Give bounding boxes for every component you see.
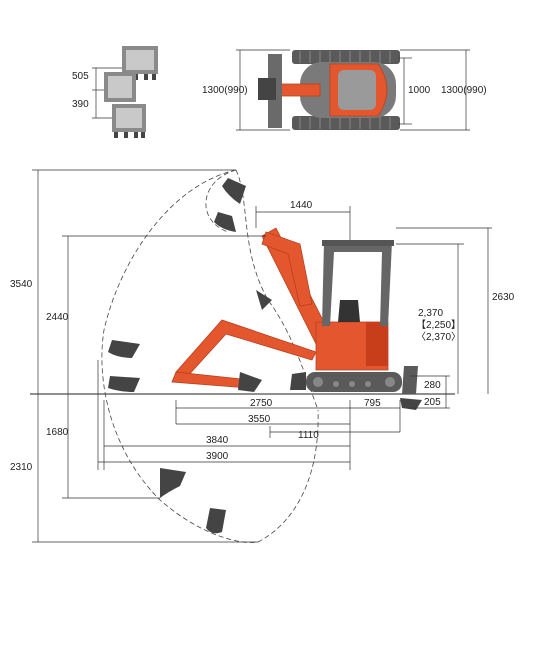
- bucket-pos-wall-icon: [206, 508, 226, 534]
- bucket-pos-reach-icon: [108, 340, 140, 358]
- dim-max-dig-height: 3540: [10, 279, 33, 290]
- blade-side: [402, 366, 418, 394]
- operator-seat: [338, 300, 360, 322]
- dim-max-dig-reach: 3900: [206, 451, 229, 462]
- dim-blade-width: 1000: [408, 85, 431, 96]
- dim-max-dig-depth: 1680: [46, 427, 69, 438]
- dim-cab-front: 1440: [290, 200, 313, 211]
- dim-front-swing-radius: 3550: [248, 414, 271, 425]
- dim-cab-height-a: 2,370: [418, 308, 443, 319]
- bucket-pos-ground-icon: [108, 376, 140, 392]
- bucket-pos-dump-icon: [214, 212, 236, 232]
- bucket-pos-top-icon: [222, 178, 246, 204]
- dim-blade-drop: 205: [424, 397, 441, 408]
- dim-blade-reach: 1110: [298, 430, 319, 441]
- dim-dig-reach-ground: 3840: [206, 435, 229, 446]
- bucket-pos-depth-icon: [160, 468, 186, 498]
- blade-lowered: [400, 398, 422, 410]
- track-upper: [292, 50, 400, 64]
- dim-tail-to-center: 795: [364, 398, 381, 409]
- bucket-on-ground-icon: [238, 372, 262, 392]
- dim-505: 505: [72, 71, 89, 82]
- track-lower: [292, 116, 400, 130]
- dim-vertical-wall-depth: 2310: [10, 462, 33, 473]
- side-view: 3540 2440 1680 2310 1440 2630 2,370 【2,2…: [10, 169, 515, 543]
- dim-max-dump-height: 2440: [46, 312, 69, 323]
- dim-cab-height-c: 〈2,370〉: [416, 331, 461, 343]
- plan-view: 1300(990) 1000 1300(990): [202, 49, 487, 131]
- canopy: [322, 242, 392, 326]
- dim-blade-lift: 280: [424, 380, 441, 391]
- dim-width-right: 1300(990): [441, 85, 487, 96]
- plan-bucket: [258, 78, 276, 100]
- dim-overall-height: 2630: [492, 292, 515, 303]
- arm-reach: [171, 371, 251, 389]
- bucket-stack-view: 505 390: [72, 46, 158, 138]
- dim-cab-height-b: 【2,250】: [416, 319, 461, 331]
- bucket-positions: [108, 178, 246, 534]
- dim-width-left: 1300(990): [202, 85, 248, 96]
- dim-390: 390: [72, 99, 89, 110]
- arm-raised: [261, 231, 313, 307]
- working-range-envelope: [101, 169, 319, 543]
- dim-transport-length: 2750: [250, 398, 273, 409]
- boom-reach: [175, 319, 317, 379]
- plan-boom: [275, 83, 321, 97]
